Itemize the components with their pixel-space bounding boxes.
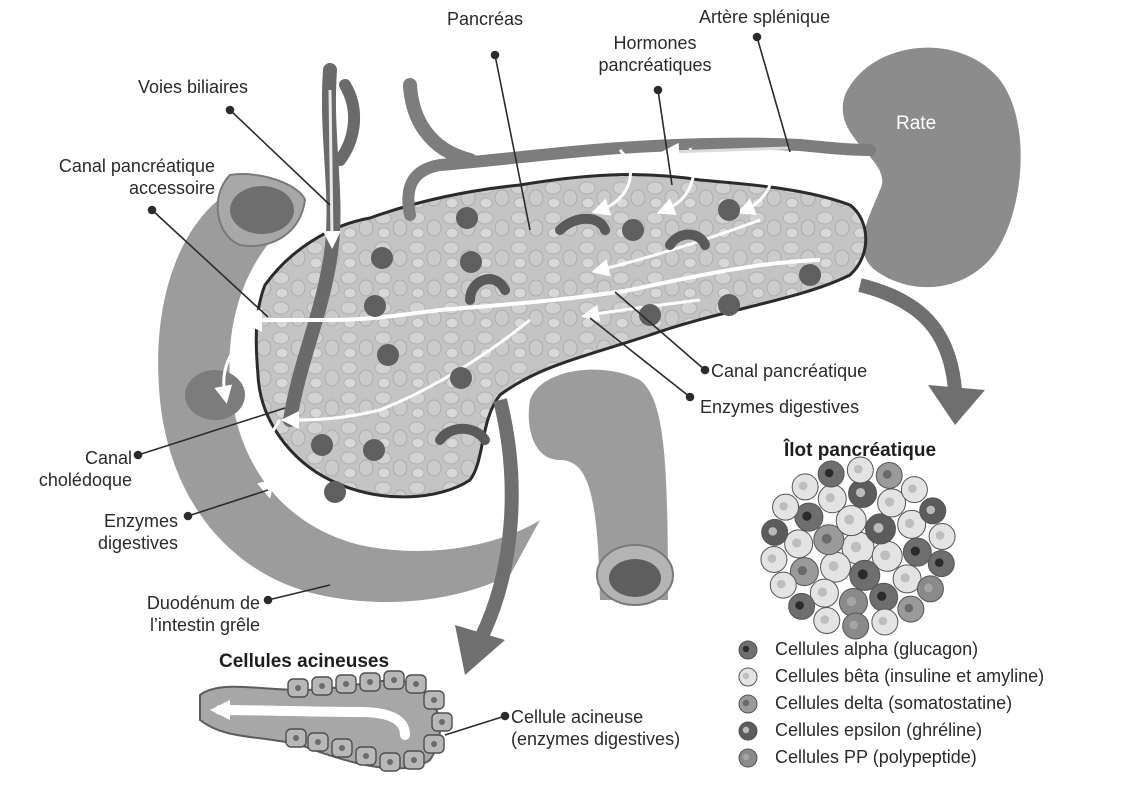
label-spleen: Rate: [896, 113, 936, 135]
acinar-cell-nucleus: [413, 681, 419, 687]
islet-cell-nucleus: [820, 615, 829, 624]
acinar-cell-nucleus: [431, 697, 437, 703]
acinar-cell-nucleus: [439, 719, 445, 725]
legend-label: Cellules bêta (insuline et amyline): [775, 666, 1044, 687]
label-digestive-enzymes-left-line2: digestives: [60, 532, 178, 554]
cell-type-legend: Cellules alpha (glucagon) Cellules bêta (…: [738, 636, 1044, 771]
acinar-cell-nucleus: [293, 735, 299, 741]
islet-cell-nucleus: [851, 542, 862, 553]
legend-item: Cellules PP (polypeptide): [738, 744, 1044, 771]
label-digestive-enzymes-left: Enzymes digestives: [60, 510, 178, 554]
label-common-bile-duct-line2: cholédoque: [20, 469, 132, 491]
cell-swatch-icon: [738, 748, 758, 768]
islet-cell-nucleus: [900, 573, 909, 582]
islet-cell-nucleus: [768, 527, 777, 536]
legend-item: Cellules delta (somatostatine): [738, 690, 1044, 717]
label-digestive-enzymes-right: Enzymes digestives: [700, 396, 859, 418]
islet-cell-nucleus: [880, 550, 890, 560]
islet-cell-nucleus: [873, 523, 883, 533]
acinar-cell-nucleus: [339, 745, 345, 751]
legend-item: Cellules bêta (insuline et amyline): [738, 663, 1044, 690]
acinar-cell-nucleus: [363, 753, 369, 759]
label-pancreatic-duct: Canal pancréatique: [711, 360, 867, 382]
label-accessory-duct-line1: Canal pancréatique: [5, 155, 215, 177]
islet-cell-nucleus: [924, 584, 933, 593]
islet-cell-nucleus: [802, 512, 811, 521]
label-common-bile-duct: Canal cholédoque: [20, 447, 132, 491]
legend-label: Cellules PP (polypeptide): [775, 747, 977, 768]
cell-swatch-icon: [738, 694, 758, 714]
label-accessory-duct: Canal pancréatique accessoire: [5, 155, 215, 199]
islet-cell-nucleus: [768, 554, 777, 563]
cell-swatch-icon: [738, 667, 758, 687]
islet-cell-nucleus: [908, 484, 917, 493]
islet-cell-nucleus: [777, 580, 786, 589]
legend-item: Cellules alpha (glucagon): [738, 636, 1044, 663]
acinar-cell-nucleus: [343, 681, 349, 687]
label-duodenum-line1: Duodénum de: [95, 592, 260, 614]
label-common-bile-duct-line1: Canal: [20, 447, 132, 469]
islet-cell-nucleus: [829, 561, 839, 571]
islet-cell-nucleus: [779, 502, 788, 511]
islet-cell-nucleus: [822, 534, 832, 544]
islet-cell-nucleus: [905, 604, 914, 613]
label-pancreas: Pancréas: [447, 8, 523, 30]
legend-label: Cellules delta (somatostatine): [775, 693, 1012, 714]
cell-swatch-icon: [738, 721, 758, 741]
islet-cell-nucleus: [826, 493, 835, 502]
acinar-cell-nucleus: [391, 677, 397, 683]
islet-cell-nucleus: [879, 617, 888, 626]
islet-cell-nucleus: [854, 465, 863, 474]
islet-cell-nucleus: [885, 497, 894, 506]
islet-cell-nucleus: [936, 531, 945, 540]
acinar-cell-nucleus: [431, 741, 437, 747]
label-duodenum: Duodénum de l’intestin grêle: [95, 592, 260, 636]
acinar-cell-nucleus: [315, 739, 321, 745]
islet-cell-nucleus: [905, 519, 914, 528]
acinar-cell-nucleus: [387, 759, 393, 765]
acinar-cell-nucleus: [367, 679, 373, 685]
heading-islet: Îlot pancréatique: [784, 440, 936, 462]
acinar-cell-nucleus: [295, 685, 301, 691]
islet-cell-nucleus: [844, 515, 854, 525]
islet-cell-nucleus: [883, 470, 892, 479]
acinar-cell-nucleus: [319, 683, 325, 689]
label-acinar-cell-line1: Cellule acineuse: [511, 706, 680, 728]
legend-label: Cellules alpha (glucagon): [775, 639, 978, 660]
islet-cell-nucleus: [798, 566, 807, 575]
label-digestive-enzymes-left-line1: Enzymes: [60, 510, 178, 532]
legend-item: Cellules epsilon (ghréline): [738, 717, 1044, 744]
label-splenic-artery: Artère splénique: [699, 6, 830, 28]
legend-label: Cellules epsilon (ghréline): [775, 720, 982, 741]
label-hormones-line2: pancréatiques: [575, 54, 735, 76]
label-duodenum-line2: l’intestin grêle: [95, 614, 260, 636]
acinar-cell-nucleus: [411, 757, 417, 763]
label-acinar-cell-line2: (enzymes digestives): [511, 728, 680, 750]
label-accessory-duct-line2: accessoire: [5, 177, 215, 199]
islet-cell-nucleus: [877, 592, 886, 601]
islet-cell-nucleus: [818, 587, 827, 596]
islet-cell-nucleus: [858, 569, 868, 579]
label-hormones-line1: Hormones: [575, 32, 735, 54]
arrow-to-islet: [860, 285, 985, 425]
islet-cell-nucleus: [799, 482, 808, 491]
islet-cell-nucleus: [795, 601, 804, 610]
label-hormones: Hormones pancréatiques: [575, 32, 735, 76]
islet-cell-nucleus: [849, 621, 858, 630]
islet-cell-nucleus: [926, 506, 935, 515]
islet-cell-nucleus: [935, 558, 944, 567]
islet-cell-nucleus: [911, 547, 920, 556]
spleen: [843, 48, 1021, 288]
cell-swatch-icon: [738, 640, 758, 660]
label-acinar-cell: Cellule acineuse (enzymes digestives): [511, 706, 680, 750]
islet-cell-nucleus: [792, 538, 801, 547]
islet-cell-cluster: [761, 457, 955, 639]
label-bile-ducts: Voies biliaires: [138, 76, 248, 98]
islet-cell-nucleus: [856, 488, 865, 497]
islet-cell-nucleus: [847, 597, 856, 606]
heading-acinar: Cellules acineuses: [219, 651, 389, 673]
islet-cell-nucleus: [825, 469, 834, 478]
